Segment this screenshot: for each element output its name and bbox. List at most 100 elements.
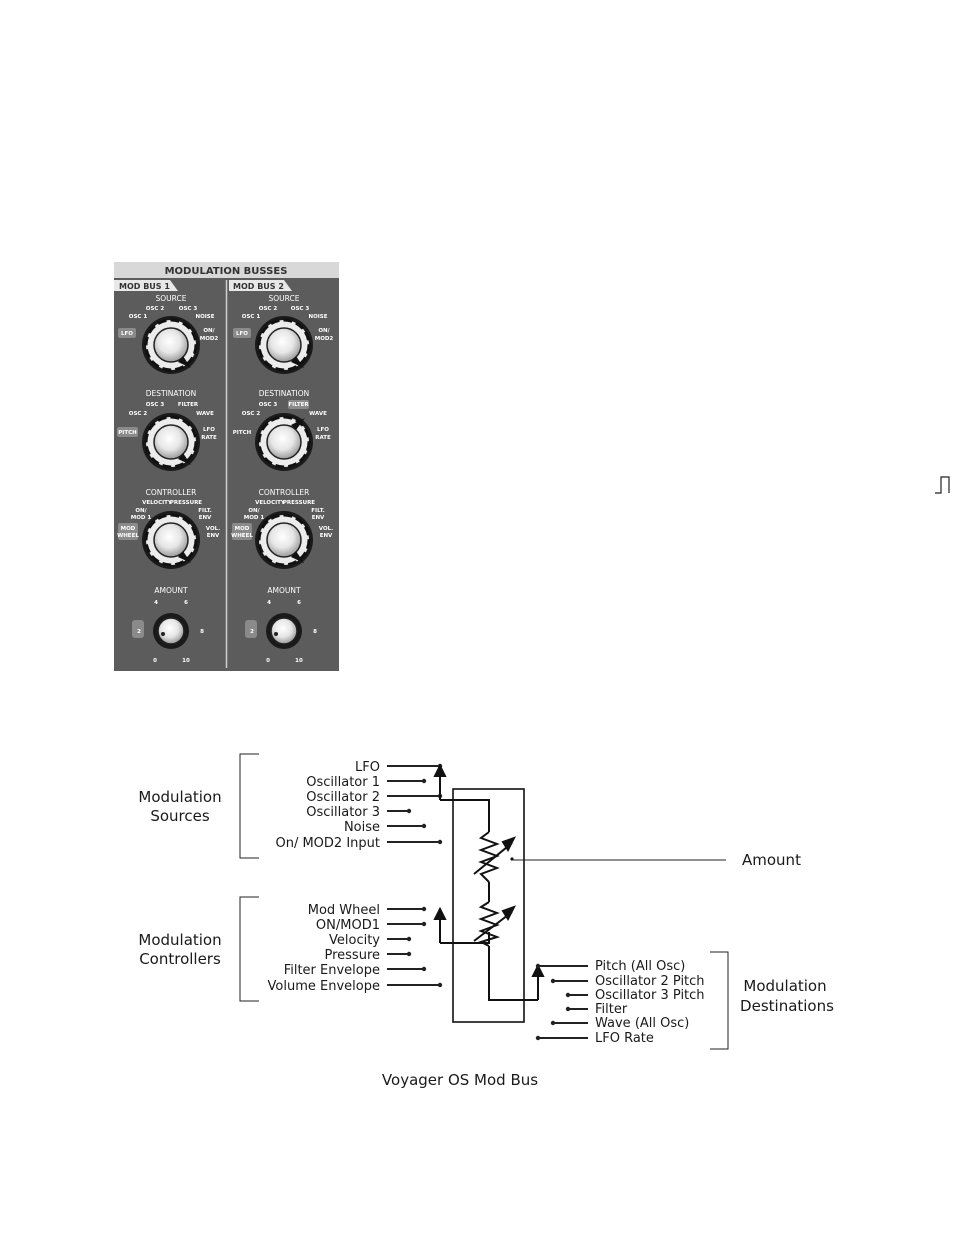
amount-knob[interactable] [153,613,189,649]
controller-option: VOL. [319,526,333,532]
mod-bus-2: MOD BUS 2 SOURCE OSC 2 OSC 3 OSC 1 NOISE… [229,280,333,664]
source-heading: SOURCE [156,294,187,303]
destination-label: Pitch (All Osc) [595,959,685,974]
destination-option: PITCH [118,430,137,436]
source-knob[interactable] [142,316,200,374]
destination-label: LFO Rate [595,1031,654,1046]
amount-scale: 6 [297,600,301,606]
destination-option: RATE [315,435,331,441]
sources-bracket [239,753,259,859]
source-label: Noise [344,820,380,835]
figure-caption: Voyager OS Mod Bus [382,1071,538,1089]
source-option: NOISE [195,314,214,320]
controller-option: WHEEL [231,533,253,539]
source-list: LFO Oscillator 1 Oscillator 2 Oscillator… [275,760,443,851]
source-label: LFO [355,760,380,775]
destination-option: FILTER [288,402,309,408]
controller-option: ON/ [248,508,260,514]
mod-bus-diagram: Modulation Sources Modulation Controller… [138,753,834,1089]
controller-option: MOD 1 [244,515,265,521]
controller-heading: CONTROLLER [259,488,310,497]
bus-tab [114,280,178,291]
source-option: OSC 3 [291,306,310,312]
controller-heading: CONTROLLER [146,488,197,497]
source-label: Oscillator 2 [306,790,380,805]
amount-heading: AMOUNT [154,586,188,595]
controllers-group-label: Controllers [139,950,221,968]
destination-knob[interactable] [255,413,313,471]
destination-option: FILTER [178,402,199,408]
controller-option: VELOCITY [255,500,286,506]
mod-bus-box [452,788,525,1023]
source-label: Oscillator 3 [306,805,380,820]
controller-label: Filter Envelope [284,963,380,978]
source-knob[interactable] [255,316,313,374]
controller-knob[interactable] [142,511,200,569]
controller-option: MOD 1 [131,515,152,521]
panel-header [114,262,339,278]
amount-scale: 0 [153,658,157,664]
controller-label: Velocity [329,933,380,948]
destination-option: OSC 3 [146,402,165,408]
panel-title: MODULATION BUSSES [165,266,288,277]
sources-group-label: Modulation [138,788,221,806]
amount-scale: 10 [182,658,190,664]
mod-bus-1: MOD BUS 1 SOURCE OSC 2 OSC 3 OSC 1 NOISE… [114,280,220,664]
controller-label: ON/MOD1 [316,918,380,933]
controller-knob[interactable] [255,511,313,569]
destination-option: PITCH [233,430,252,436]
destination-label: Filter [595,1002,628,1017]
amount-scale: 10 [295,658,303,664]
amount-scale: 8 [313,629,317,635]
destination-option: OSC 2 [129,411,148,417]
selected-highlight [233,328,251,338]
selected-highlight [288,400,309,409]
controller-option: FILT. [198,508,211,514]
controller-option: FILT. [311,508,324,514]
amount-potentiometer [473,831,517,883]
source-option: MOD2 [200,336,219,342]
destinations-group-label: Destinations [740,997,834,1015]
destinations-bracket [710,951,729,1050]
selected-highlight [132,620,144,638]
source-option: ON/ [318,328,330,334]
amount-scale: 6 [184,600,188,606]
controller-option: ENV [207,533,220,539]
page-corner-mark [935,476,950,494]
controller-list: Mod Wheel ON/MOD1 Velocity Pressure Filt… [268,903,443,994]
selected-highlight [245,620,257,638]
source-option: OSC 2 [146,306,165,312]
destination-option: WAVE [196,411,214,417]
controller-label: Pressure [324,948,380,963]
destination-heading: DESTINATION [146,389,197,398]
controllers-group-label: Modulation [138,931,221,949]
modulation-busses-panel: MODULATION BUSSES MOD BUS 1 SOURCE OSC 2… [114,262,339,671]
controller-potentiometer [473,901,517,947]
amount-scale: 2 [250,629,254,635]
selected-highlight [117,427,138,437]
destination-option: RATE [201,435,217,441]
amount-heading: AMOUNT [267,586,301,595]
source-option: LFO [236,331,248,337]
controller-option: MOD [121,526,136,532]
selected-highlight [118,523,138,540]
controller-option: ENV [199,515,212,521]
source-label: On/ MOD2 Input [275,836,380,851]
controller-label: Mod Wheel [308,903,380,918]
destination-option: WAVE [309,411,327,417]
selected-highlight [118,328,136,338]
amount-scale: 8 [200,629,204,635]
controller-option: ENV [320,533,333,539]
amount-scale: 0 [266,658,270,664]
destination-list: Pitch (All Osc) Oscillator 2 Pitch Oscil… [535,959,705,1046]
destination-option: LFO [203,427,215,433]
destination-option: OSC 2 [242,411,261,417]
amount-knob[interactable] [266,613,302,649]
source-heading: SOURCE [269,294,300,303]
sources-group-label: Sources [150,807,210,825]
source-option: OSC 1 [242,314,261,320]
controllers-bracket [239,896,259,1002]
bus-tab-label: MOD BUS 2 [233,282,284,291]
controller-switch [433,906,447,943]
destination-knob[interactable] [142,413,200,471]
